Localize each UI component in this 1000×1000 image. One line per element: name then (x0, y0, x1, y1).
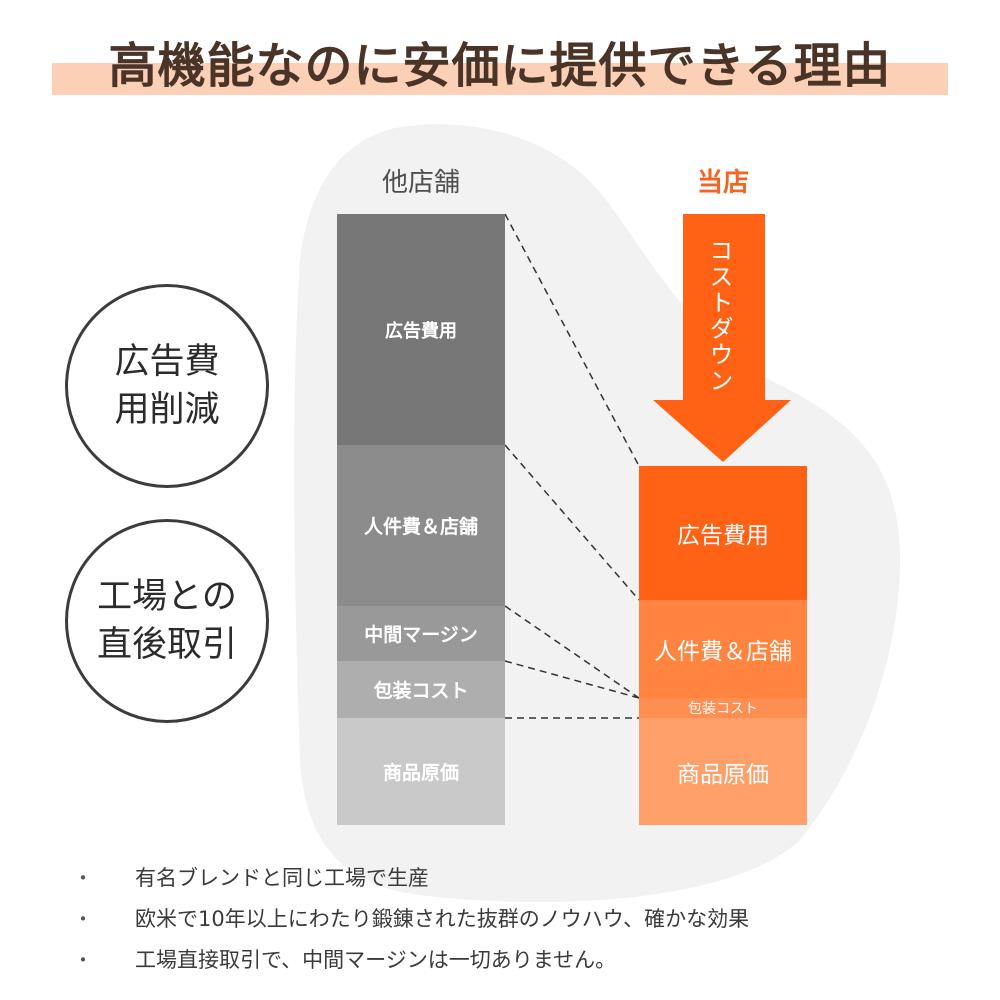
our-segment-ad-cost: 広告費用 (639, 466, 807, 600)
our-segment-labor-store: 人件費＆店舗 (639, 600, 807, 698)
list-item: ・ 有名ブレンドと同じ工場で生産 (0, 856, 1000, 897)
reason-line: 広告費 (114, 342, 220, 382)
connector-line (504, 444, 640, 601)
our-segment-packaging: 包装コスト (639, 698, 807, 718)
other-store-heading: 他店舗 (381, 168, 460, 198)
bullet-text: 工場直接取引で、中間マージンは一切ありません。 (135, 948, 617, 972)
other-segment-labor-store: 人件費＆店舗 (337, 445, 505, 606)
other-segment-middle-margin: 中間マージン (337, 606, 505, 661)
other-segment-ad-cost: 広告費用 (337, 214, 505, 445)
reason-line: 用削減 (114, 390, 220, 430)
connector-line (504, 605, 640, 699)
cost-down-arrow-label: コストダウン (705, 238, 733, 394)
other-segment-product-cost: 商品原価 (337, 718, 505, 825)
bullet-marker: ・ (73, 866, 93, 890)
bullet-text: 有名ブレンドと同じ工場で生産 (135, 866, 429, 890)
reason-bullet-list: ・ 有名ブレンドと同じ工場で生産 ・ 欧米で10年以上にわたり鍛錬された抜群のノ… (0, 856, 1000, 979)
reason-circle-ad-cost: 広告費 用削減 (65, 284, 269, 488)
bullet-marker: ・ (73, 907, 93, 931)
page-title: 高機能なのに安価に提供できる理由 (108, 38, 892, 94)
bullet-text: 欧米で10年以上にわたり鍛錬された抜群のノウハウ、確かな効果 (135, 907, 750, 931)
reason-line: 直後取引 (96, 625, 237, 665)
bullet-marker: ・ (73, 948, 93, 972)
our-segment-product-cost: 商品原価 (639, 718, 807, 825)
our-store-heading: 当店 (696, 168, 749, 198)
title-highlight-band (52, 63, 948, 95)
list-item: ・ 工場直接取引で、中間マージンは一切ありません。 (0, 938, 1000, 979)
reason-line: 工場との (97, 577, 237, 617)
reason-circle-factory-direct: 工場との 直後取引 (65, 519, 269, 723)
list-item: ・ 欧米で10年以上にわたり鍛錬された抜群のノウハウ、確かな効果 (0, 897, 1000, 938)
other-segment-packaging: 包装コスト (337, 661, 505, 718)
